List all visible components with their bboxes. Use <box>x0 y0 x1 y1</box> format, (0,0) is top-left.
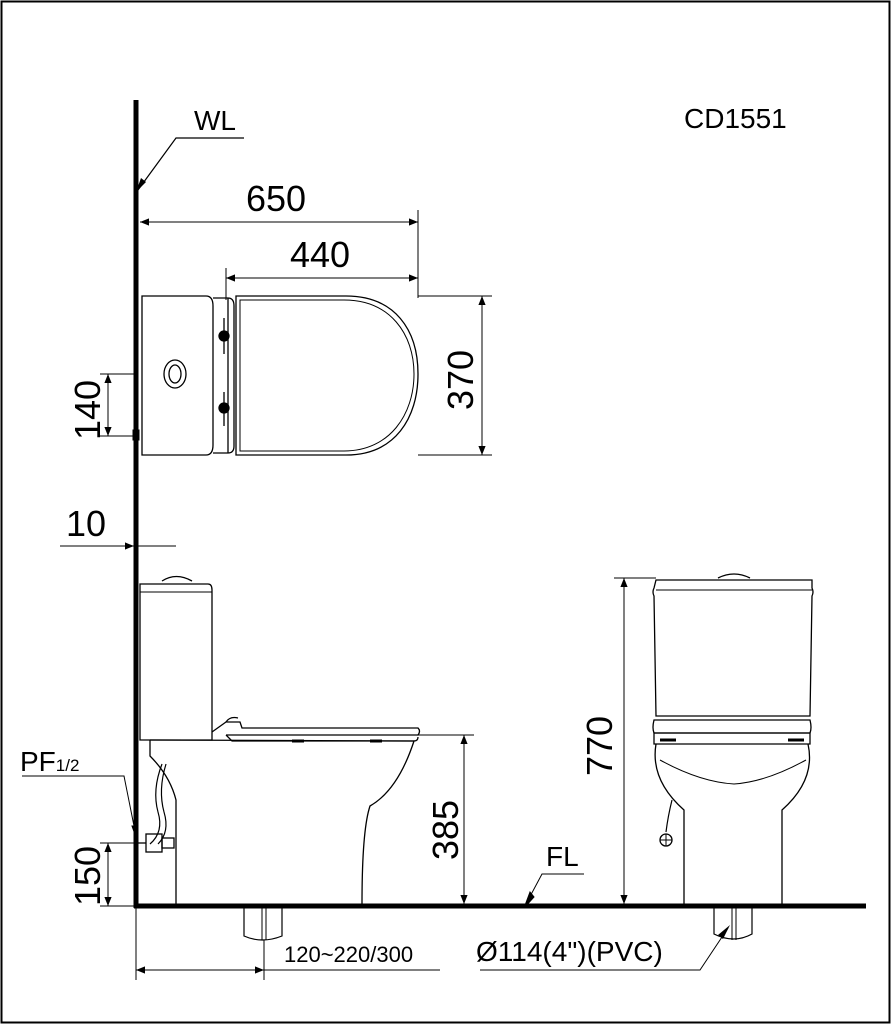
drain-leader-arrow <box>718 925 730 939</box>
dim-wall-gap: 10 <box>66 503 106 544</box>
wall-label-group: WL <box>136 105 244 192</box>
dim-seat-height: 385 <box>425 800 466 860</box>
side-view <box>100 575 474 980</box>
dim-supply-height: 150 <box>67 846 108 906</box>
supply-label: PF1/2 <box>20 746 79 777</box>
dim-seat-depth: 440 <box>290 234 350 275</box>
dim-tank-offset: 140 <box>67 380 108 440</box>
floor-label: FL <box>546 841 579 872</box>
front-view <box>480 573 814 971</box>
outlet-range-label: 120~220/300 <box>284 942 413 967</box>
floor-label-group <box>523 873 584 909</box>
wall-label: WL <box>194 105 236 136</box>
dim-total-depth: 650 <box>246 178 306 219</box>
dim-width: 370 <box>440 350 481 410</box>
model-number: CD1551 <box>684 103 787 134</box>
dim-total-height: 770 <box>579 716 620 776</box>
top-view <box>100 210 492 456</box>
supply-label-group <box>22 775 139 841</box>
drain-label: Ø114(4")(PVC) <box>476 936 663 967</box>
